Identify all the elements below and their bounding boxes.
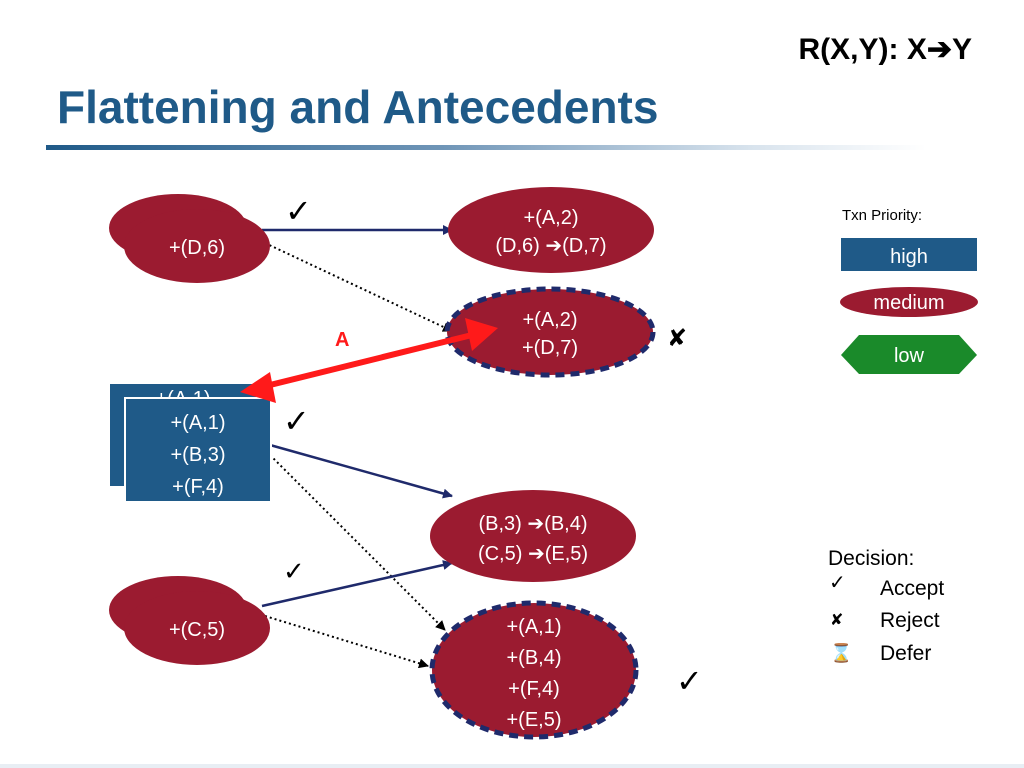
txn-top-right-line2: (D,6) ➔(D,7) (495, 235, 606, 257)
conflict-label: A (335, 329, 349, 351)
txn-bottom-right-line3: +(F,4) (508, 678, 560, 700)
txn-blue-line1: +(A,1) (170, 412, 225, 434)
txn-mid[interactable] (430, 490, 636, 582)
txn-blue-line2: +(B,3) (170, 444, 225, 466)
dotted-arrow-d6-to-a2d7 (264, 242, 453, 332)
decision-legend-title: Decision: (828, 547, 914, 570)
relation-label: R(X,Y): X➔Y (798, 33, 972, 66)
arrow-blue-to-mid (269, 443, 453, 499)
check-icon: ✓ (283, 402, 310, 440)
decision-reject-label: Reject (880, 609, 940, 632)
priority-medium-swatch (840, 287, 978, 317)
decision-defer-label: Defer (880, 642, 931, 665)
hourglass-icon: ⌛ (830, 642, 852, 664)
txn-mid-line1: (B,3) ➔(B,4) (479, 513, 588, 535)
txn-mid-line2: (C,5) ➔(E,5) (478, 543, 588, 565)
txn-blue[interactable] (124, 397, 272, 503)
check-icon: ✓ (676, 662, 703, 700)
footer-bar (0, 764, 1024, 768)
check-icon: ✓ (285, 192, 312, 230)
txn-blue-line3: +(F,4) (172, 476, 224, 498)
txn-bottom-right-line1: +(A,1) (506, 616, 561, 638)
conflict-arrow-head-left (240, 372, 276, 403)
conflict-arrow-head-right (465, 318, 498, 351)
txn-bottom-right-line2: +(B,4) (506, 647, 561, 669)
dotted-arrow-blue-to-bottom (269, 454, 446, 631)
title-underline (46, 145, 926, 150)
dotted-arrow-c5-to-bottom (264, 615, 429, 669)
page-title: Flattening and Antecedents (57, 81, 659, 133)
txn-bottom-right-line4: +(E,5) (506, 709, 561, 731)
check-icon: ✓ (829, 570, 846, 594)
txn-mid-right-line1: +(A,2) (522, 309, 577, 331)
priority-high-label: high (890, 246, 928, 268)
priority-medium-label: medium (873, 292, 944, 314)
txn-top-left[interactable] (124, 209, 270, 283)
txn-bottom-left-label: +(C,5) (169, 619, 225, 641)
txn-mid-right-line2: +(D,7) (522, 337, 578, 359)
txn-bottom-left[interactable] (124, 591, 270, 665)
txn-top-left-label: +(D,6) (169, 237, 225, 259)
arrow-c5-to-mid (261, 560, 453, 608)
decision-accept-label: Accept (880, 577, 944, 600)
cross-icon: ✘ (830, 610, 843, 629)
txn-top-right[interactable] (448, 187, 654, 273)
priority-high-swatch (841, 238, 977, 271)
check-icon: ✓ (283, 557, 305, 587)
txn-mid-right[interactable] (444, 286, 656, 378)
cross-icon: ✘ (667, 324, 687, 352)
conflict-arrow (261, 331, 477, 390)
priority-legend-title: Txn Priority: (842, 207, 922, 224)
txn-bottom-right[interactable] (429, 600, 639, 740)
priority-low-swatch (841, 335, 977, 374)
priority-low-label: low (894, 345, 925, 367)
txn-top-right-line1: +(A,2) (523, 207, 578, 229)
